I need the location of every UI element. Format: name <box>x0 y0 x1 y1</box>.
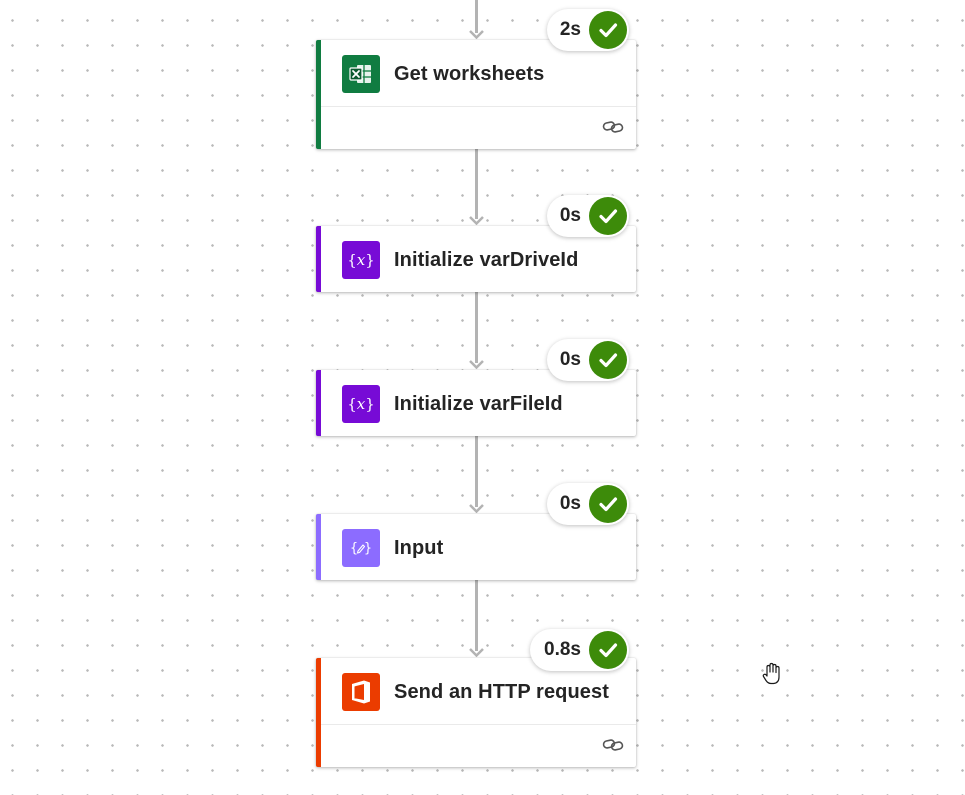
run-status-badge: 0s <box>547 339 629 381</box>
connector-arrow-icon <box>469 648 484 657</box>
action-card-initialize-varfileid[interactable]: {𝑥} Initialize varFileId <box>316 370 636 436</box>
svg-text:{𝑥}: {𝑥} <box>347 395 375 413</box>
connector-arrow-icon <box>469 30 484 39</box>
run-status-badge: 2s <box>547 9 629 51</box>
action-title: Get worksheets <box>394 63 545 85</box>
action-card-header[interactable]: {𝑥} Initialize varDriveId <box>321 226 636 292</box>
action-card-header[interactable]: { } Input <box>321 514 636 580</box>
checkmark-icon <box>589 341 627 379</box>
action-card-initialize-vardriveid[interactable]: {𝑥} Initialize varDriveId <box>316 226 636 292</box>
connector-arrow-icon <box>469 360 484 369</box>
compose-icon: { } <box>342 529 380 567</box>
action-title: Initialize varDriveId <box>394 249 579 271</box>
variable-icon: {𝑥} <box>342 241 380 279</box>
action-card-footer <box>321 724 636 767</box>
connector-line <box>475 148 478 219</box>
action-title: Send an HTTP request <box>394 681 610 703</box>
checkmark-icon <box>589 11 627 49</box>
svg-text:{: { <box>350 541 358 556</box>
checkmark-icon <box>589 485 627 523</box>
checkmark-icon <box>589 197 627 235</box>
connector-arrow-icon <box>469 504 484 513</box>
run-duration: 2s <box>559 19 581 40</box>
link-icon[interactable] <box>602 119 624 135</box>
connector-arrow-icon <box>469 216 484 225</box>
run-duration: 0.8s <box>544 639 581 660</box>
run-status-badge: 0s <box>547 195 629 237</box>
connector-line <box>475 436 478 507</box>
run-status-badge: 0s <box>547 483 629 525</box>
link-icon[interactable] <box>602 737 624 753</box>
run-status-badge: 0.8s <box>530 629 629 671</box>
action-card-footer <box>321 106 636 149</box>
action-card-get-worksheets[interactable]: Get worksheets <box>316 40 636 149</box>
action-card-header[interactable]: {𝑥} Initialize varFileId <box>321 370 636 436</box>
run-duration: 0s <box>559 205 581 226</box>
svg-text:}: } <box>364 541 372 556</box>
hand-cursor-icon <box>762 662 780 685</box>
action-title: Input <box>394 537 444 559</box>
action-title: Initialize varFileId <box>394 393 563 415</box>
variable-icon: {𝑥} <box>342 385 380 423</box>
connector-line <box>475 580 478 651</box>
run-duration: 0s <box>559 349 581 370</box>
action-card-header[interactable]: Get worksheets <box>321 40 636 106</box>
run-duration: 0s <box>559 493 581 514</box>
checkmark-icon <box>589 631 627 669</box>
svg-text:{𝑥}: {𝑥} <box>347 251 375 269</box>
excel-icon <box>342 55 380 93</box>
connector-line <box>475 292 478 363</box>
connector-line <box>475 0 478 33</box>
action-card-input[interactable]: { } Input <box>316 514 636 580</box>
action-card-header[interactable]: Send an HTTP request <box>321 658 636 724</box>
action-card-send-http-request[interactable]: Send an HTTP request <box>316 658 636 767</box>
office-icon <box>342 673 380 711</box>
